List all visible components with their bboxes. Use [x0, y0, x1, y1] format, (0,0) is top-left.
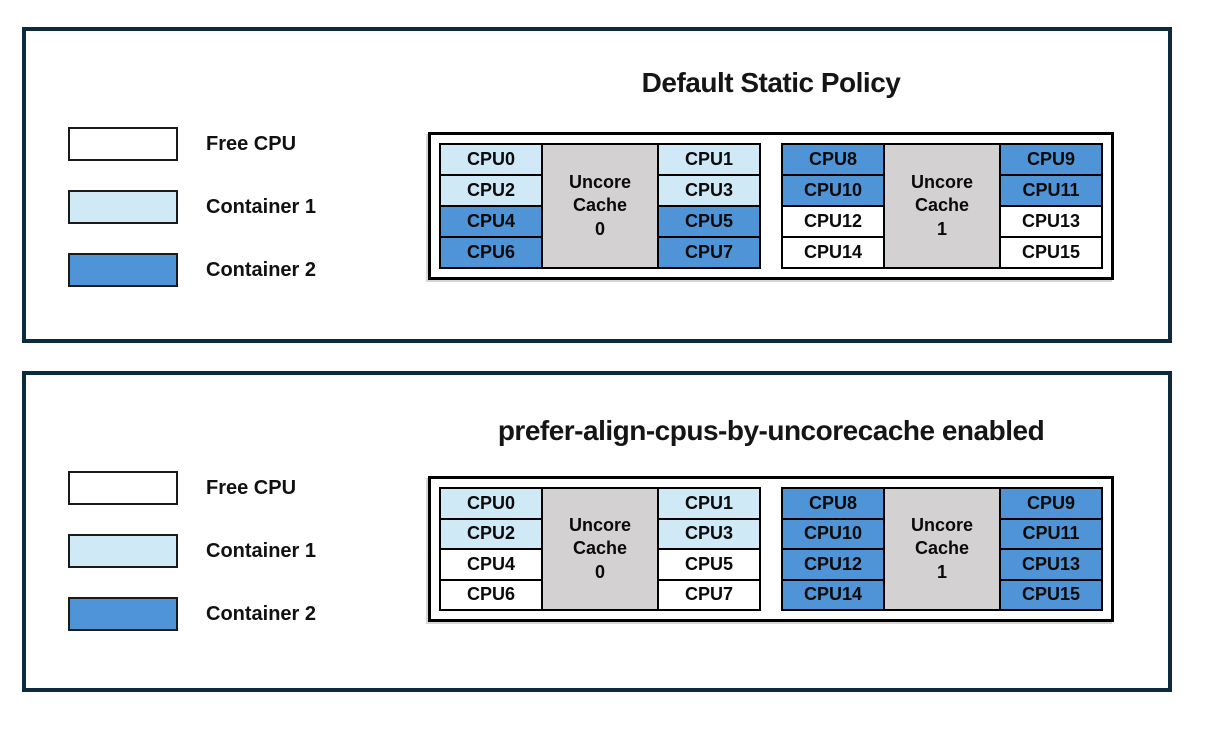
cpu-cell-cpu7: CPU7: [657, 236, 761, 269]
cpu-cell-cpu3: CPU3: [657, 174, 761, 207]
cpu-cell-cpu9: CPU9: [999, 487, 1103, 520]
uncore-cache-label-line: 0: [594, 218, 605, 239]
cpu-cell-cpu6: CPU6: [439, 578, 543, 611]
legend-swatch-container-2: [68, 253, 178, 287]
cpu-cell-cpu2: CPU2: [439, 174, 543, 207]
cpu-cell-cpu3: CPU3: [657, 517, 761, 550]
cpu-cell-cpu13: CPU13: [999, 205, 1103, 238]
legend: Free CPU Container 1 Container 2: [68, 127, 316, 287]
cpu-cell-cpu15: CPU15: [999, 578, 1103, 611]
legend-label: Container 2: [206, 258, 317, 281]
uncore-cache-label-line: Cache: [572, 195, 628, 216]
legend-item-free-cpu: Free CPU: [68, 471, 316, 505]
legend-swatch-container-1: [68, 190, 178, 224]
cpu-cell-cpu9: CPU9: [999, 143, 1103, 176]
cpu-cell-cpu8: CPU8: [781, 143, 885, 176]
uncore-cache-label-line: Cache: [914, 538, 970, 559]
cpu-cell-cpu15: CPU15: [999, 236, 1103, 269]
cpu-cell-cpu5: CPU5: [657, 205, 761, 238]
legend-item-container-1: Container 1: [68, 534, 316, 568]
cpu-cell-cpu0: CPU0: [439, 487, 543, 520]
legend-swatch-container-2: [68, 597, 178, 631]
legend-label: Container 1: [206, 539, 317, 562]
uncore-cache-label-line: 0: [594, 561, 605, 582]
cpu-cell-cpu13: CPU13: [999, 548, 1103, 581]
cpu-cell-cpu12: CPU12: [781, 548, 885, 581]
cpu-cell-cpu2: CPU2: [439, 517, 543, 550]
legend-item-container-2: Container 2: [68, 597, 316, 631]
legend-label: Container 2: [206, 602, 317, 625]
cpu-cell-cpu1: CPU1: [657, 487, 761, 520]
legend-swatch-container-1: [68, 534, 178, 568]
panel-title: Default Static Policy: [641, 67, 901, 98]
cpu-cell-cpu14: CPU14: [781, 578, 885, 611]
legend-item-free-cpu: Free CPU: [68, 127, 316, 161]
cpu-cell-cpu7: CPU7: [657, 578, 761, 611]
legend-swatch-free-cpu: [68, 127, 178, 161]
uncore-cache-label-line: 1: [936, 218, 947, 239]
legend-label: Container 1: [206, 195, 317, 218]
cpu-cell-cpu5: CPU5: [657, 548, 761, 581]
uncore-cache-label-line: Uncore: [568, 171, 631, 192]
uncore-cache-label-line: Cache: [914, 195, 970, 216]
cpu-cell-cpu0: CPU0: [439, 143, 543, 176]
legend-item-container-1: Container 1: [68, 190, 316, 224]
cpu-cell-cpu14: CPU14: [781, 236, 885, 269]
uncore-cache-label-line: Uncore: [910, 514, 973, 535]
uncore-cache-label-line: Uncore: [910, 171, 973, 192]
legend-item-container-2: Container 2: [68, 253, 316, 287]
panel-title: prefer-align-cpus-by-uncorecache enabled: [497, 415, 1045, 446]
uncore-cache-label-line: Uncore: [568, 514, 631, 535]
cpu-cell-cpu10: CPU10: [781, 174, 885, 207]
legend-swatch-free-cpu: [68, 471, 178, 505]
cpu-cell-cpu10: CPU10: [781, 517, 885, 550]
cpu-cell-cpu12: CPU12: [781, 205, 885, 238]
cpu-cell-cpu11: CPU11: [999, 174, 1103, 207]
cpu-cell-cpu4: CPU4: [439, 205, 543, 238]
legend: Free CPU Container 1 Container 2: [68, 471, 316, 631]
uncore-cache-label-line: 1: [936, 561, 947, 582]
cpu-cell-cpu8: CPU8: [781, 487, 885, 520]
legend-label: Free CPU: [206, 476, 297, 499]
cpu-cell-cpu11: CPU11: [999, 517, 1103, 550]
panel-default-static-policy: Default Static Policy Free CPU Container…: [22, 27, 1172, 343]
uncore-cache-label-line: Cache: [572, 538, 628, 559]
panel-prefer-align-cpus-by-uncorecache: prefer-align-cpus-by-uncorecache enabled…: [22, 371, 1172, 692]
cpu-cell-cpu1: CPU1: [657, 143, 761, 176]
cpu-cell-cpu4: CPU4: [439, 548, 543, 581]
cpu-cell-cpu6: CPU6: [439, 236, 543, 269]
legend-label: Free CPU: [206, 132, 297, 155]
